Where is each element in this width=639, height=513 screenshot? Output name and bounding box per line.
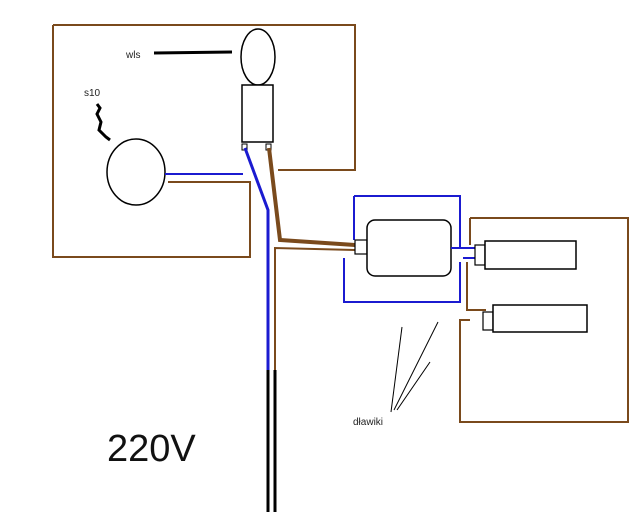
label-wls: wls [125, 50, 140, 61]
s10-squiggle [95, 103, 111, 142]
ballast-body [366, 219, 452, 277]
blue-wire-main [243, 147, 270, 370]
tube-lower-body [492, 304, 588, 333]
tube-upper-cap [474, 244, 486, 266]
right-enclosure [459, 217, 629, 423]
starter-circle [106, 138, 166, 206]
label-voltage: 220V [107, 428, 196, 470]
dlawiki-line-3 [396, 361, 431, 411]
tube-upper-body [484, 240, 577, 270]
bulb-oval [240, 28, 276, 86]
switch-box [241, 84, 274, 143]
label-s10: s10 [84, 88, 101, 99]
tube-lower-cap [482, 311, 494, 331]
dlawiki-line-1 [390, 326, 403, 413]
wls-pointer-line [153, 50, 233, 55]
dlawiki-line-2 [393, 321, 439, 411]
ballast-connector [354, 239, 368, 255]
ballast-enclosure [343, 195, 461, 303]
label-dlawiki: dławiki [353, 417, 383, 428]
brown-wire-thin [274, 246, 356, 370]
brown-wire-main [267, 147, 356, 247]
left-enclosure [52, 24, 356, 258]
brown-wire-right [466, 262, 486, 311]
